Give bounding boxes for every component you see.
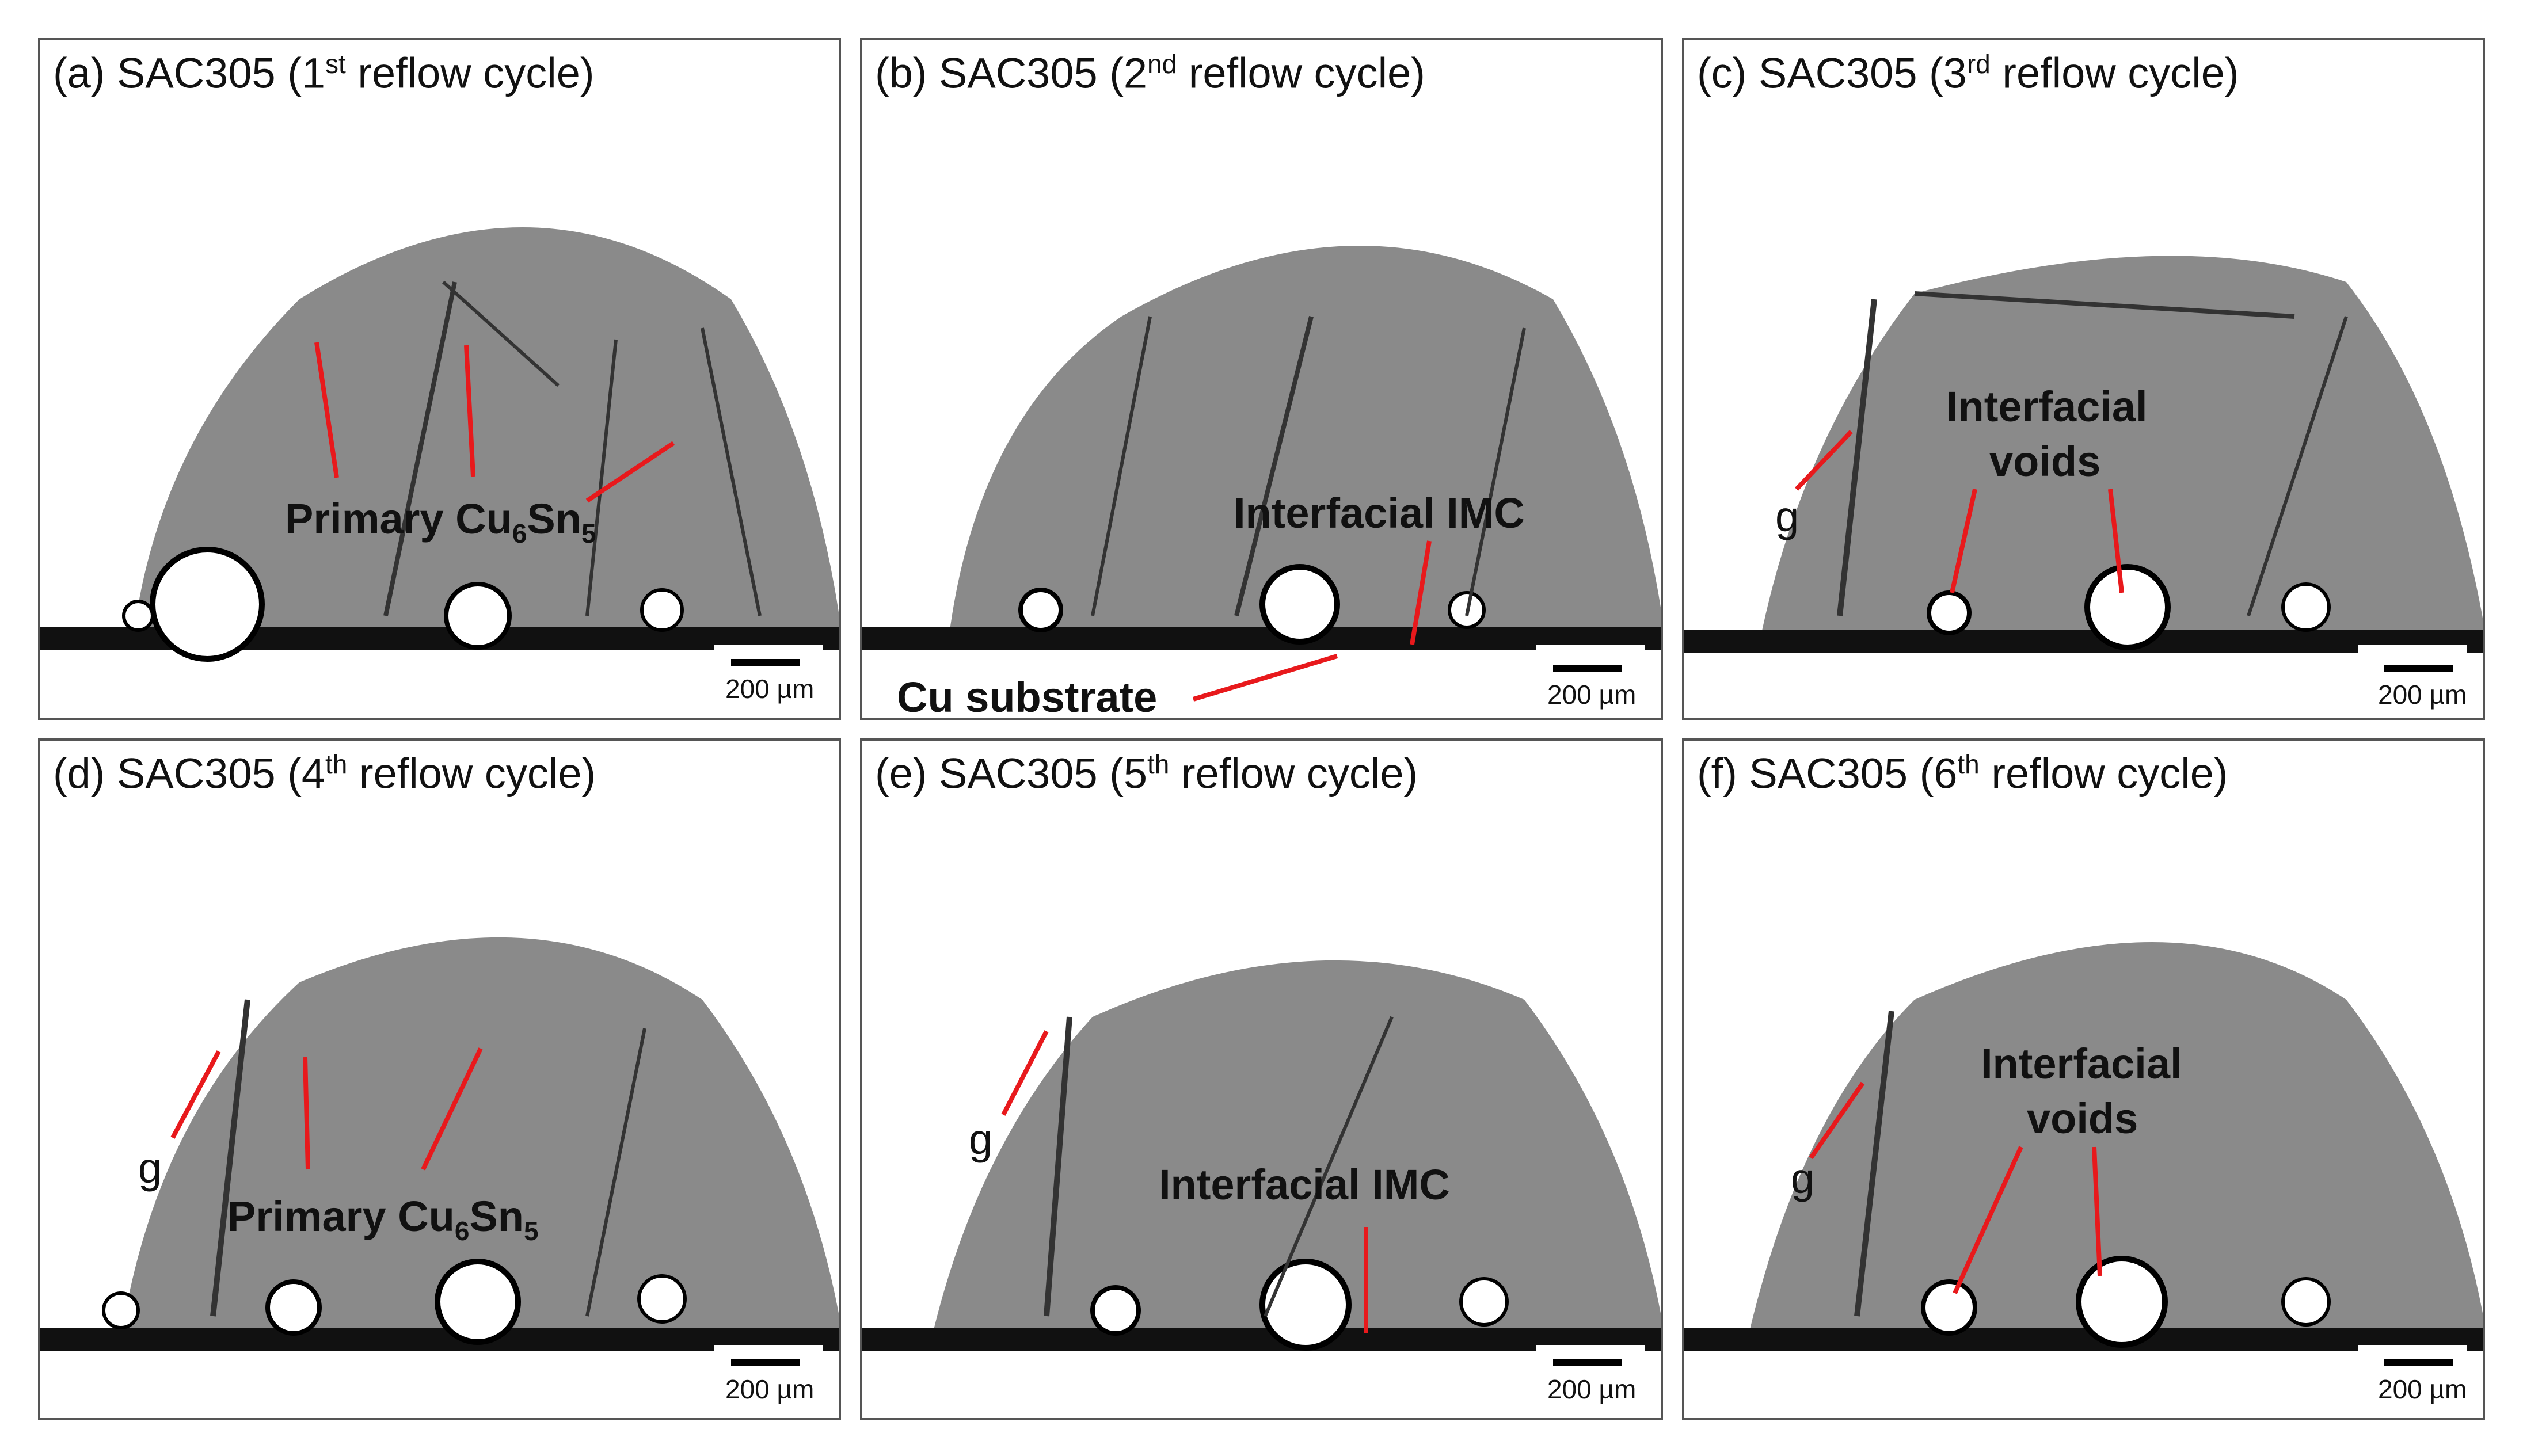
g-label-c: g bbox=[1775, 493, 1799, 540]
arrows-c bbox=[1795, 430, 2124, 593]
voids-label-f: voids bbox=[2027, 1095, 2138, 1142]
panel-a: (a) SAC305 (1st reflow cycle) Primary Cu… bbox=[38, 38, 841, 720]
voids-label-c: voids bbox=[1989, 437, 2101, 485]
arrows-e bbox=[1001, 1030, 1368, 1333]
interfacial-label-c: Interfacial bbox=[1946, 383, 2148, 430]
interfacial-imc-label-e: Interfacial IMC bbox=[1159, 1161, 1450, 1209]
panel-c: (c) SAC305 (3rd reflow cycle) Interfacia… bbox=[1682, 38, 2485, 720]
cu-substrate-label-b: Cu substrate bbox=[897, 673, 1158, 720]
panel-e: (e) SAC305 (5th reflow cycle) Interfacia… bbox=[860, 738, 1663, 1420]
scale-bar-box-c bbox=[2358, 645, 2467, 714]
g-label-e: g bbox=[969, 1115, 993, 1163]
micrograph-e bbox=[862, 960, 1661, 1351]
scale-bar-box-a bbox=[714, 645, 823, 714]
arrows-a bbox=[314, 342, 675, 503]
panel-c-title: (c) SAC305 (3rd reflow cycle) bbox=[1697, 49, 2239, 97]
scale-bar-box-e bbox=[1536, 1345, 1645, 1414]
scale-bar-label-f: 200 µm bbox=[2378, 1374, 2467, 1404]
micrograph-f bbox=[1684, 942, 2483, 1351]
g-label-f: g bbox=[1791, 1154, 1815, 1202]
primary-cu6sn5-label-a: Primary Cu6Sn5 bbox=[285, 495, 596, 548]
arrows-f bbox=[1809, 1081, 2102, 1294]
primary-cu6sn5-label-d: Primary Cu6Sn5 bbox=[227, 1192, 539, 1246]
scale-bar-a bbox=[731, 659, 800, 666]
scale-bar-box-f bbox=[2358, 1345, 2467, 1414]
arrows-b bbox=[1192, 540, 1432, 702]
scale-bar-e bbox=[1553, 1359, 1622, 1366]
scale-bar-label-b: 200 µm bbox=[1547, 680, 1637, 710]
micrograph-b bbox=[862, 246, 1661, 650]
scale-bar-label-d: 200 µm bbox=[725, 1374, 815, 1404]
arrows-d bbox=[170, 1047, 483, 1171]
panel-e-title: (e) SAC305 (5th reflow cycle) bbox=[875, 749, 1418, 798]
panel-d: (d) SAC305 (4th reflow cycle) Primary Cu… bbox=[38, 738, 841, 1420]
panel-b-title: (b) SAC305 (2nd reflow cycle) bbox=[875, 49, 1425, 97]
interfacial-label-f: Interfacial bbox=[1981, 1040, 2182, 1088]
micrograph-c bbox=[1684, 256, 2483, 653]
panel-f-title: (f) SAC305 (6th reflow cycle) bbox=[1697, 749, 2228, 798]
scale-bar-b bbox=[1553, 665, 1622, 672]
scale-bar-c bbox=[2384, 665, 2453, 672]
scale-bar-label-e: 200 µm bbox=[1547, 1374, 1637, 1404]
scale-bar-f bbox=[2384, 1359, 2453, 1366]
panel-b: (b) SAC305 (2nd reflow cycle) Interfacia… bbox=[860, 38, 1663, 720]
scale-bar-box-b bbox=[1536, 645, 1645, 714]
scale-bar-box-d bbox=[714, 1345, 823, 1414]
panel-f: (f) SAC305 (6th reflow cycle) Interfacia… bbox=[1682, 738, 2485, 1420]
micrograph-a bbox=[40, 227, 839, 662]
interfacial-imc-label-b: Interfacial IMC bbox=[1234, 489, 1525, 537]
panel-d-title: (d) SAC305 (4th reflow cycle) bbox=[53, 749, 596, 798]
panel-a-title: (a) SAC305 (1st reflow cycle) bbox=[53, 49, 595, 97]
scale-bar-label-a: 200 µm bbox=[725, 674, 815, 704]
scale-bar-label-c: 200 µm bbox=[2378, 680, 2467, 710]
g-label-d: g bbox=[138, 1144, 162, 1192]
scale-bar-d bbox=[731, 1359, 800, 1366]
